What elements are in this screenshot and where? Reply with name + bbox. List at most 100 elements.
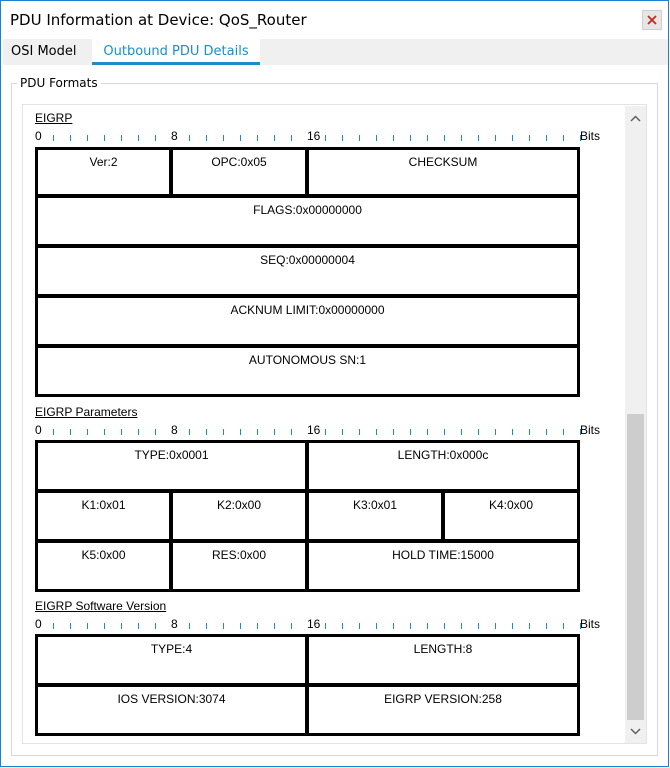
ruler-tick xyxy=(342,623,343,629)
chevron-down-icon xyxy=(630,727,641,735)
ruler-tick xyxy=(189,135,190,141)
scroll-thumb[interactable] xyxy=(627,414,644,720)
ruler-tick xyxy=(393,623,394,629)
ruler-tick xyxy=(512,429,513,435)
close-icon xyxy=(647,15,657,25)
ruler-tick xyxy=(240,135,241,141)
ruler-tick xyxy=(393,135,394,141)
ruler-tick xyxy=(444,135,445,141)
field-ver: Ver:2 xyxy=(35,147,172,197)
ruler-tick xyxy=(87,623,88,629)
field-k2: K2:0x00 xyxy=(170,490,308,542)
ruler-tick xyxy=(240,623,241,629)
ruler-tick xyxy=(427,135,428,141)
section-title-eigrp: EIGRP xyxy=(35,111,73,125)
tab-outbound-pdu-details[interactable]: Outbound PDU Details xyxy=(92,39,260,65)
field-k3: K3:0x01 xyxy=(306,490,444,542)
ruler-tick xyxy=(189,623,190,629)
ruler-tick xyxy=(257,429,258,435)
ruler-tick xyxy=(393,429,394,435)
vertical-scrollbar[interactable] xyxy=(625,106,646,743)
ruler-tick xyxy=(87,135,88,141)
scroll-up-button[interactable] xyxy=(625,108,646,128)
ruler-tick xyxy=(121,429,122,435)
ruler-tick xyxy=(444,429,445,435)
ruler-number: 16 xyxy=(307,129,321,143)
ruler-tick xyxy=(529,429,530,435)
field-hold-time: HOLD TIME:15000 xyxy=(306,540,580,592)
ruler-tick xyxy=(444,623,445,629)
field-k1: K1:0x01 xyxy=(35,490,172,542)
field-res: RES:0x00 xyxy=(170,540,308,592)
ruler-tick xyxy=(155,429,156,435)
ruler-tick xyxy=(461,623,462,629)
ruler-tick xyxy=(478,135,479,141)
field-param-type: TYPE:0x0001 xyxy=(35,440,308,492)
ruler-tick xyxy=(223,623,224,629)
ruler-tick xyxy=(580,135,581,141)
ruler-tick xyxy=(206,623,207,629)
ruler-number: 8 xyxy=(171,617,178,631)
ruler-tick xyxy=(70,623,71,629)
ruler-number: 16 xyxy=(307,617,321,631)
field-param-length: LENGTH:0x000c xyxy=(306,440,580,492)
window-title: PDU Information at Device: QoS_Router xyxy=(10,11,307,29)
field-version-type: TYPE:4 xyxy=(35,634,308,686)
ruler-tick xyxy=(580,623,581,629)
ruler-tick xyxy=(376,429,377,435)
ruler-tick xyxy=(546,135,547,141)
ruler-tick xyxy=(376,135,377,141)
ruler-tick xyxy=(427,429,428,435)
tab-bar: OSI Model Outbound PDU Details xyxy=(3,39,668,65)
ruler-number: 0 xyxy=(35,423,42,437)
chevron-up-icon xyxy=(630,114,641,122)
ruler-tick xyxy=(223,135,224,141)
ruler-tick xyxy=(121,623,122,629)
ruler-tick xyxy=(274,429,275,435)
ruler-tick xyxy=(274,135,275,141)
ruler-tick xyxy=(70,135,71,141)
section-title-eigrp-parameters: EIGRP Parameters xyxy=(35,405,138,419)
ruler-tick xyxy=(529,135,530,141)
pdu-formats-legend: PDU Formats xyxy=(17,76,101,90)
field-version-length: LENGTH:8 xyxy=(306,634,580,686)
ruler-tick xyxy=(325,429,326,435)
ruler-tick xyxy=(427,623,428,629)
field-eigrp-version: EIGRP VERSION:258 xyxy=(306,684,580,736)
scroll-down-button[interactable] xyxy=(625,721,646,741)
ruler-bits-label: Bits xyxy=(580,617,601,631)
ruler-tick xyxy=(563,429,564,435)
field-opc: OPC:0x05 xyxy=(170,147,308,197)
ruler-tick xyxy=(410,429,411,435)
ruler-tick xyxy=(291,429,292,435)
ruler-tick xyxy=(495,135,496,141)
ruler-tick xyxy=(410,135,411,141)
section-title-eigrp-software-version: EIGRP Software Version xyxy=(35,599,167,613)
ruler-number: 8 xyxy=(171,129,178,143)
ruler-tick xyxy=(563,135,564,141)
field-autonomous-sn: AUTONOMOUS SN:1 xyxy=(35,345,580,397)
ruler-tick xyxy=(104,429,105,435)
ruler-tick xyxy=(495,623,496,629)
ruler-tick xyxy=(155,135,156,141)
tab-osi-model[interactable]: OSI Model xyxy=(11,44,77,59)
ruler-number: 0 xyxy=(35,129,42,143)
ruler-tick xyxy=(342,135,343,141)
ruler-tick xyxy=(359,135,360,141)
ruler-tick xyxy=(138,135,139,141)
ruler-bits-label: Bits xyxy=(580,423,601,437)
close-button[interactable] xyxy=(642,10,662,30)
ruler-tick xyxy=(257,135,258,141)
field-flags: FLAGS:0x00000000 xyxy=(35,195,580,247)
ruler-tick xyxy=(529,623,530,629)
title-bar: PDU Information at Device: QoS_Router xyxy=(1,1,668,39)
ruler-tick xyxy=(461,429,462,435)
ruler-tick xyxy=(512,135,513,141)
ruler-number: 8 xyxy=(171,423,178,437)
ruler-tick xyxy=(580,429,581,435)
field-k5: K5:0x00 xyxy=(35,540,172,592)
ruler-tick xyxy=(104,135,105,141)
ruler-tick xyxy=(325,135,326,141)
